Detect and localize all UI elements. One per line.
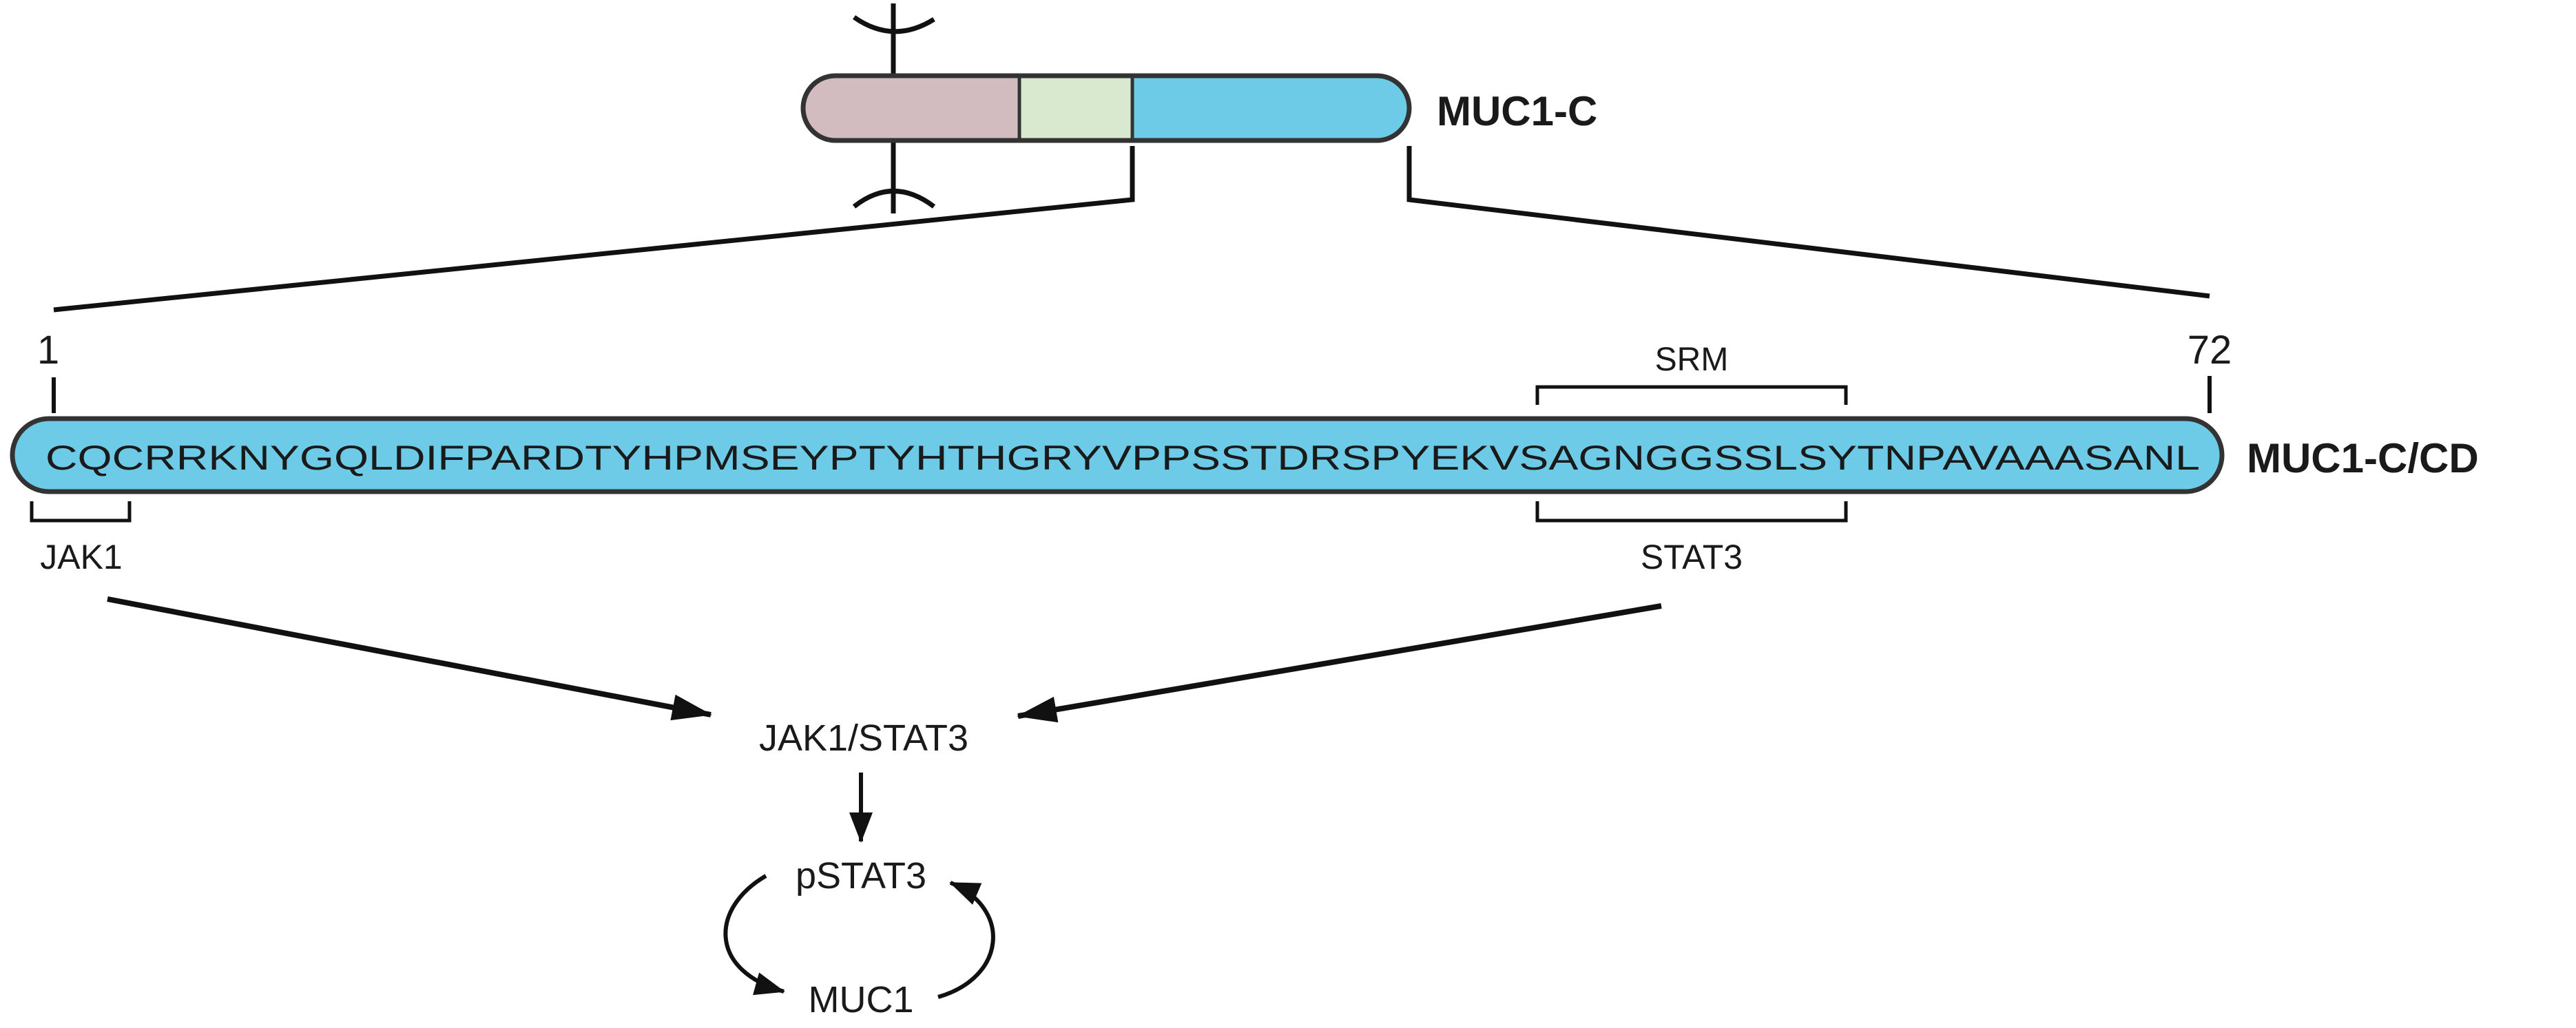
srm-label: SRM — [1655, 342, 1729, 378]
jak1-label: JAK1 — [40, 538, 123, 576]
pstat3-label: pSTAT3 — [796, 855, 926, 896]
muc1-c-label: MUC1-C — [1437, 88, 1597, 134]
zoom-line-right — [1406, 146, 2210, 299]
cytoplasmic-segment — [1132, 76, 1409, 140]
cd-sequence: CQCRRKNYGQLDIFPARDTYHPMSEYPTYHTHGRYVPPSS… — [45, 439, 2200, 477]
muc1-c-outline — [800, 73, 1412, 143]
start-position: 1 — [37, 328, 59, 373]
arrow-stat3-to-complex — [1017, 603, 1662, 723]
stat3-label: STAT3 — [1641, 538, 1743, 576]
cd-sequence-bar — [10, 416, 2225, 494]
membrane-arc-bottom — [852, 189, 936, 209]
loop-arrow-muc1-to-pstat3 — [937, 881, 995, 999]
zoom-line-left — [53, 146, 1135, 313]
stat3-bracket: STAT3 — [1535, 501, 1848, 576]
arrow-jak1-to-complex — [107, 596, 712, 721]
muc1-c-protein: MUC1-C — [800, 3, 1597, 213]
membrane-arc-top — [852, 15, 935, 34]
srm-bracket: SRM — [1535, 342, 1848, 405]
muc1-c-cd-domain: CQCRRKNYGQLDIFPARDTYHPMSEYPTYHTHGRYVPPSS… — [10, 416, 2479, 494]
muc1-c-cd-label: MUC1-C/CD — [2247, 435, 2479, 481]
loop-arrow-pstat3-to-muc1 — [723, 874, 785, 996]
extracellular-segment — [803, 76, 1019, 140]
jak1-bracket: JAK1 — [30, 501, 132, 576]
transmembrane-segment — [1019, 76, 1132, 140]
muc1-label: MUC1 — [808, 979, 913, 1020]
end-position: 72 — [2188, 328, 2232, 373]
jak1-stat3-complex-label: JAK1/STAT3 — [759, 717, 968, 759]
